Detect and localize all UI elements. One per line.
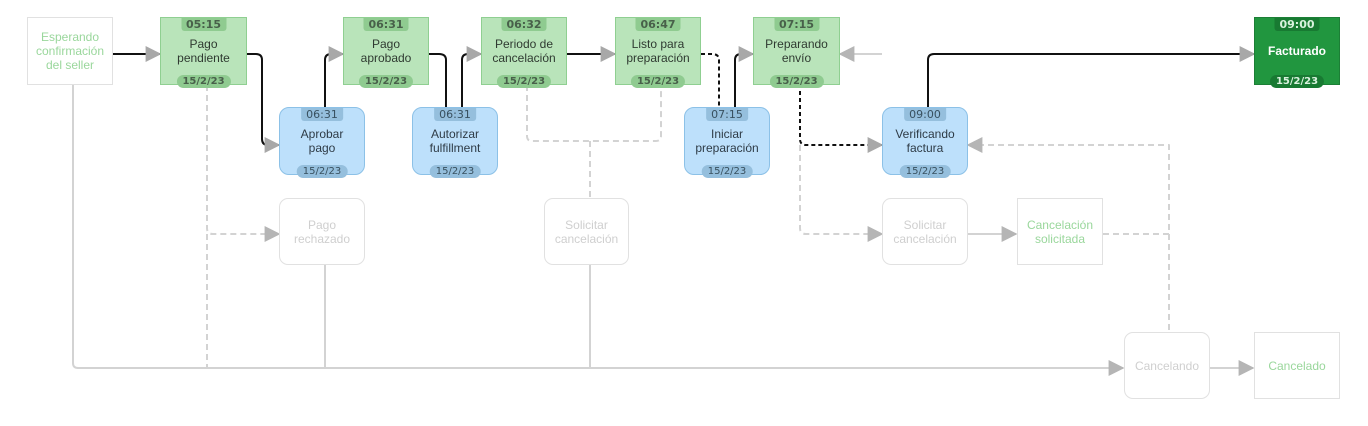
- state-periodo-cancelacion[interactable]: 06:32 Periodo de cancelación 15/2/23: [481, 17, 567, 88]
- node-label: Facturado: [1267, 44, 1326, 58]
- node-time: 07:15: [706, 108, 748, 121]
- edge-listo-iniciar: [701, 53, 720, 108]
- node-date: 15/2/23: [429, 165, 481, 178]
- state-cancelacion-solicitada[interactable]: Cancelación solicitada: [1017, 198, 1103, 265]
- edge-pago-pendiente-rechazado: [206, 85, 281, 242]
- node-label: Esperando confirmación del seller: [35, 30, 105, 72]
- state-esperando-confirmacion[interactable]: Esperando confirmación del seller: [27, 17, 113, 85]
- node-label: Cancelando: [1134, 358, 1200, 373]
- state-facturado[interactable]: 09:00 Facturado 15/2/23: [1254, 17, 1340, 88]
- node-time: 09:00: [1274, 18, 1320, 31]
- activity-verificando-factura[interactable]: 09:00 Verificando factura 15/2/23: [882, 107, 968, 178]
- state-pago-aprobado[interactable]: 06:31 Pago aprobado 15/2/23: [343, 17, 429, 88]
- node-date: 15/2/23: [899, 165, 951, 178]
- edge-iniciar-preparando: [734, 46, 755, 108]
- edge-aprobar-pago-aprobado: [324, 46, 345, 107]
- node-date: 15/2/23: [1269, 75, 1325, 88]
- edge-autorizar-periodo: [461, 46, 483, 108]
- node-time: 06:32: [501, 18, 547, 31]
- state-cancelado[interactable]: Cancelado: [1254, 332, 1340, 399]
- edge-pago-aprobado-autorizar: [429, 53, 447, 108]
- node-time: 07:15: [773, 18, 820, 31]
- activity-solicitar-cancelacion-2[interactable]: Solicitar cancelación: [882, 198, 968, 265]
- edge-periodo-solicitar: [526, 85, 662, 142]
- state-pago-pendiente[interactable]: 05:15 Pago pendiente 15/2/23: [160, 17, 247, 88]
- node-time: 06:47: [635, 18, 681, 31]
- node-label: Iniciar preparación: [695, 127, 759, 155]
- activity-solicitar-cancelacion-1[interactable]: Solicitar cancelación: [544, 198, 629, 265]
- edge-preparando-solicitar-2: [799, 145, 884, 242]
- edge-solicitada-verificando: [966, 137, 1170, 235]
- node-time: 06:31: [434, 108, 476, 121]
- node-label: Autorizar fulfillment: [429, 127, 481, 155]
- node-label: Solicitar cancelación: [893, 217, 957, 246]
- activity-pago-rechazado[interactable]: Pago rechazado: [279, 198, 365, 265]
- node-date: 15/2/23: [296, 165, 348, 178]
- node-date: 15/2/23: [630, 75, 686, 88]
- node-label: Pago aprobado: [360, 37, 412, 65]
- node-date: 15/2/23: [496, 75, 552, 88]
- activity-iniciar-preparacion[interactable]: 07:15 Iniciar preparación 15/2/23: [684, 107, 770, 178]
- node-date: 15/2/23: [701, 165, 753, 178]
- edge-preparando-verificando: [799, 91, 884, 153]
- node-time: 05:15: [180, 18, 227, 31]
- activity-cancelando[interactable]: Cancelando: [1124, 332, 1210, 399]
- node-label: Periodo de cancelación: [492, 37, 556, 65]
- node-time: 06:31: [301, 108, 343, 121]
- node-label: Listo para preparación: [626, 37, 690, 65]
- edge-pago-pendiente-aprobar: [247, 53, 281, 153]
- activity-autorizar-fulfillment[interactable]: 06:31 Autorizar fulfillment 15/2/23: [412, 107, 498, 178]
- node-label: Cancelado: [1268, 358, 1326, 373]
- node-date: 15/2/23: [769, 75, 824, 88]
- node-label: Solicitar cancelación: [554, 217, 619, 246]
- node-label: Aprobar pago: [300, 127, 344, 155]
- edge-esperando-cancelando: [72, 85, 1125, 376]
- node-time: 09:00: [904, 108, 946, 121]
- node-label: Cancelación solicitada: [1026, 217, 1094, 246]
- edge-verificando-facturado: [927, 46, 1256, 107]
- node-label: Pago rechazado: [293, 217, 351, 246]
- node-label: Pago pendiente: [177, 37, 230, 65]
- activity-aprobar-pago[interactable]: 06:31 Aprobar pago 15/2/23: [279, 107, 365, 178]
- node-time: 06:31: [363, 18, 409, 31]
- node-label: Preparando envío: [765, 37, 828, 65]
- state-preparando-envio[interactable]: 07:15 Preparando envío 15/2/23: [753, 17, 840, 88]
- state-listo-preparacion[interactable]: 06:47 Listo para preparación 15/2/23: [615, 17, 701, 88]
- node-date: 15/2/23: [176, 75, 231, 88]
- node-label: Verificando factura: [895, 127, 955, 155]
- node-date: 15/2/23: [358, 75, 414, 88]
